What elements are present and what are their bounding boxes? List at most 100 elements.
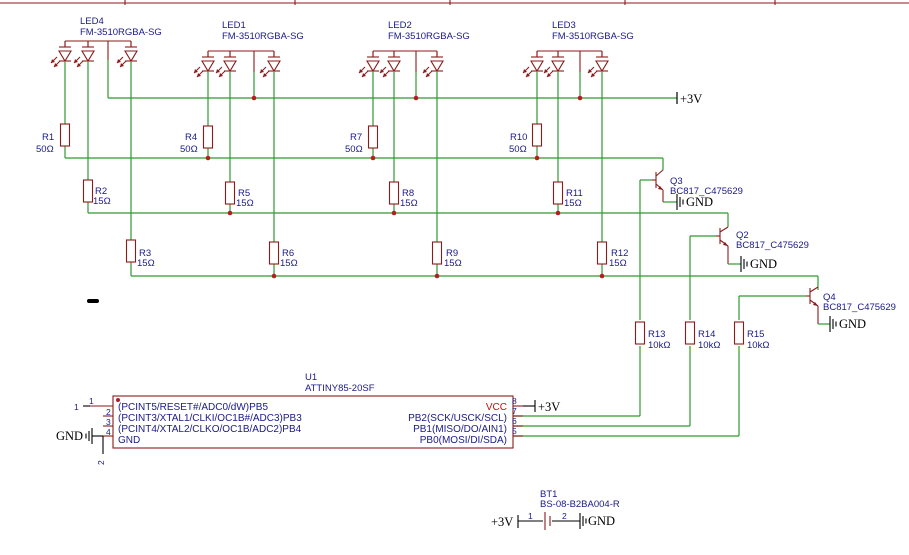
q3-gnd-label: GND	[686, 195, 713, 209]
r1-ref: R1	[42, 132, 54, 143]
r3-ref: R3	[139, 248, 151, 259]
r15-ref: R15	[747, 329, 764, 340]
r7-value: 50Ω	[345, 144, 363, 155]
led1-ref: LED1	[222, 20, 246, 31]
r10-value: 50Ω	[509, 144, 527, 155]
resistor-r7[interactable]: R7 50Ω	[345, 125, 379, 155]
pin-pb4-label: (PCINT4/XTAL2/CLKO/OC1B/ADC2)PB4	[118, 424, 302, 435]
battery-bt1[interactable]: BT1 BS-08-B2BA004-R +3V 1 2 GND	[491, 489, 620, 530]
r12-ref: R12	[611, 248, 628, 259]
resistor-r11[interactable]: R11 15Ω	[552, 181, 583, 209]
r9-ref: R9	[446, 248, 458, 259]
q3-value: BC817_C475629	[670, 186, 743, 197]
bt1-ref: BT1	[540, 489, 557, 500]
junctions	[205, 95, 605, 279]
pin-pb0-label: PB0(MOSI/DI/SDA)	[420, 435, 507, 446]
r9-value: 15Ω	[444, 258, 462, 269]
pin-gnd-label: GND	[118, 435, 140, 446]
resistor-r4[interactable]: R4 50Ω	[180, 125, 214, 155]
r8-ref: R8	[402, 188, 414, 199]
r3-value: 15Ω	[137, 258, 155, 269]
mcu-gnd-label: GND	[56, 429, 83, 443]
resistor-r14[interactable]: R14 10kΩ	[684, 321, 721, 351]
resistor-r13[interactable]: R13 10kΩ	[634, 321, 671, 351]
led4-ref: LED4	[80, 16, 104, 27]
wires	[64, 60, 819, 437]
q4-gnd-label: GND	[839, 317, 866, 331]
q2-gnd-label: GND	[750, 257, 777, 271]
r5-ref: R5	[238, 188, 250, 199]
bt1-pin1: 1	[528, 511, 533, 521]
stray-mark	[87, 299, 99, 303]
r1-value: 50Ω	[36, 144, 54, 155]
led3-ref: LED3	[552, 20, 576, 31]
q4-value: BC817_C475629	[823, 302, 896, 313]
r15-value: 10kΩ	[747, 340, 769, 351]
r13-value: 10kΩ	[648, 340, 670, 351]
r12-value: 15Ω	[609, 258, 627, 269]
r10-ref: R10	[510, 132, 527, 143]
resistor-r1[interactable]: R1 50Ω	[36, 123, 71, 155]
bt1-value: BS-08-B2BA004-R	[540, 499, 620, 510]
vcc-label-led: +3V	[680, 92, 702, 106]
pin-5-num: 5	[512, 426, 517, 436]
u1-ref: U1	[305, 372, 317, 383]
resistor-r2[interactable]: R2 15Ω	[82, 179, 111, 207]
q4-ref: Q4	[823, 292, 836, 303]
transistor-q4[interactable]: GND Q4 BC817_C475629	[806, 286, 896, 333]
u1-value: ATTINY85-20SF	[305, 383, 375, 394]
pin-vcc-label: VCC	[486, 402, 507, 413]
pin-8-num: 8	[512, 396, 517, 406]
outside-label-2: 2	[96, 460, 106, 465]
led3-value: FM-3510RGBA-SG	[552, 31, 634, 42]
pin-3-num: 3	[106, 417, 111, 427]
led2-ref: LED2	[388, 20, 412, 31]
r8-value: 15Ω	[400, 198, 418, 209]
mcu-u1[interactable]: U1 ATTINY85-20SF 1 2 3 4 (PCINT5/RESET#/…	[56, 372, 560, 465]
r7-ref: R7	[350, 132, 362, 143]
bt1-pin2: 2	[562, 511, 567, 521]
pin-1-num: 1	[89, 396, 94, 406]
q2-value: BC817_C475629	[736, 240, 809, 251]
resistor-r10[interactable]: R10 50Ω	[509, 123, 543, 155]
q3-ref: Q3	[670, 176, 683, 187]
r14-value: 10kΩ	[698, 340, 720, 351]
led3[interactable]: LED3 FM-3510RGBA-SG	[522, 20, 634, 78]
pin-pb3-label: (PCINT3/XTAL1/CLKI/OC1B#/ADC3)PB3	[118, 413, 302, 424]
r11-ref: R11	[566, 188, 583, 199]
resistor-r9[interactable]: R9 15Ω	[431, 241, 462, 269]
battery-gnd-label: GND	[588, 514, 615, 528]
mcu-vcc-label: +3V	[538, 400, 560, 414]
pin-6-num: 6	[512, 416, 517, 426]
pin-pb5-label: (PCINT5/RESET#/ADC0/dW)PB5	[118, 402, 268, 413]
r2-ref: R2	[95, 186, 107, 197]
pin-pb1-label: PB1(MISO/DO/AIN1)	[413, 424, 507, 435]
r6-value: 15Ω	[280, 258, 298, 269]
vcc-flag-led-bus: +3V	[676, 92, 702, 106]
r5-value: 15Ω	[236, 198, 254, 209]
led4[interactable]: LED4 FM-3510RGBA-SG	[50, 16, 162, 68]
r4-ref: R4	[185, 132, 197, 143]
led1[interactable]: LED1 FM-3510RGBA-SG	[193, 20, 304, 78]
r4-value: 50Ω	[180, 144, 198, 155]
resistor-r8[interactable]: R8 15Ω	[388, 181, 418, 209]
r13-ref: R13	[648, 329, 665, 340]
pin-2-num: 2	[106, 407, 111, 417]
r6-ref: R6	[282, 248, 294, 259]
q2-ref: Q2	[736, 230, 749, 241]
resistor-r6[interactable]: R6 15Ω	[268, 241, 298, 269]
resistor-r3[interactable]: R3 15Ω	[125, 239, 155, 269]
pin-7-num: 7	[512, 406, 517, 416]
transistor-q3[interactable]: GND Q3 BC817_C475629	[652, 169, 743, 211]
r2-value: 15Ω	[93, 196, 111, 207]
outside-label-1: 1	[74, 402, 79, 412]
led4-value: FM-3510RGBA-SG	[80, 27, 162, 38]
resistor-r5[interactable]: R5 15Ω	[224, 181, 254, 209]
led2[interactable]: LED2 FM-3510RGBA-SG	[358, 20, 470, 78]
pin-4-num: 4	[106, 427, 111, 437]
resistor-r12[interactable]: R12 15Ω	[596, 241, 629, 269]
transistor-q2[interactable]: GND Q2 BC817_C475629	[716, 226, 809, 273]
resistor-r15[interactable]: R15 10kΩ	[733, 321, 770, 351]
led1-value: FM-3510RGBA-SG	[222, 31, 304, 42]
battery-vcc-label: +3V	[491, 515, 513, 529]
